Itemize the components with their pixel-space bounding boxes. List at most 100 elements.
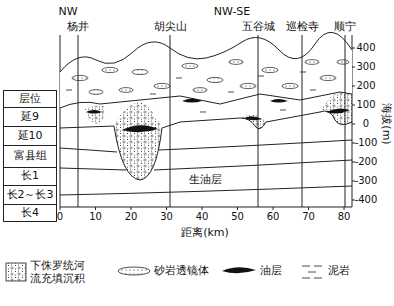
axis-value: -200 [355, 156, 378, 168]
mudstone-marks [66, 72, 316, 112]
strata-name: 延10 [18, 130, 43, 142]
channel-fill [84, 106, 105, 125]
sandstone-lens [182, 63, 198, 68]
strata-cell: 长1 [3, 167, 57, 186]
well-name: 巡检寺 [286, 21, 319, 34]
channel-fill [240, 115, 266, 129]
mud-dash [228, 92, 234, 93]
axis-value: 60 [267, 211, 280, 223]
well-name: 五谷城 [242, 21, 275, 34]
mud-dash [258, 76, 264, 77]
mud-dash [66, 90, 72, 91]
well-line [170, 35, 171, 207]
sandstone-lens [337, 60, 349, 64]
tick [352, 200, 355, 201]
well-line [258, 35, 259, 207]
well-line [302, 35, 303, 207]
axis-value: 100 [356, 99, 375, 111]
boundary-line [60, 168, 126, 170]
layer-name: 生油层 [187, 174, 224, 187]
tick [308, 207, 309, 210]
strata-name: 长2～长3 [7, 189, 54, 201]
sandstone-lens [193, 88, 207, 93]
channel-fill [320, 92, 352, 125]
strata-cell: 富县组 [3, 145, 57, 168]
axis-title: 海拔(m) [380, 103, 393, 144]
legend-text: 油层 [260, 264, 290, 277]
axis-value: 30 [160, 211, 173, 223]
axis-value: 300 [356, 61, 375, 73]
axis-value: 70 [302, 211, 315, 223]
legend-text: 下侏罗统河流充填沉积 [30, 259, 88, 285]
axis-value: 200 [356, 80, 375, 92]
axis-value: 10 [89, 211, 102, 223]
channel-fill [114, 102, 162, 180]
sandstone-lens [154, 83, 170, 88]
legend-swatch-oil [222, 267, 256, 273]
strata-cell: 延10 [3, 126, 57, 146]
axis-title: 距离(km) [181, 227, 229, 240]
sandstone-lenses [72, 60, 349, 95]
axis-value: 80 [338, 211, 351, 223]
mud-dash [310, 90, 316, 91]
strata-cell: 长2～长3 [3, 185, 57, 205]
well-name: 杨井 [67, 21, 89, 34]
strata-name: 长1 [21, 170, 39, 182]
tick [352, 162, 355, 163]
well-line [345, 35, 346, 207]
sandstone-lens [229, 60, 243, 65]
tick [60, 207, 61, 210]
sandstone-lens [207, 77, 223, 82]
well-line [78, 35, 79, 207]
sandstone-lens [282, 83, 298, 88]
legend-swatch-mud [302, 266, 322, 278]
well-name: 胡尖山 [154, 21, 187, 34]
mud-dash [280, 110, 286, 111]
strata-name: 长4 [21, 207, 39, 219]
axis-value: 50 [231, 211, 244, 223]
axis-value: 0 [363, 118, 369, 130]
strata-lines [60, 32, 352, 195]
sandstone-lens [89, 90, 103, 95]
well-name: 顺宁 [334, 21, 356, 34]
mud-dash [302, 266, 310, 267]
sandstone-lens [320, 75, 336, 80]
sandstone-lens [132, 69, 148, 74]
sandstone-lens [72, 75, 88, 80]
direction-label: NW [58, 6, 77, 19]
tick [352, 86, 355, 87]
tick [237, 207, 238, 210]
tick [202, 207, 203, 210]
frame-line [60, 35, 61, 207]
strata-name: 层位 [19, 93, 41, 105]
axis-value: 400 [356, 42, 375, 54]
mud-dash [314, 266, 322, 267]
legend-text: 砂岩透镜体 [154, 264, 212, 277]
direction-label: NW-SE [214, 6, 251, 19]
boundary-line [60, 148, 117, 152]
axis-value: -400 [355, 194, 378, 206]
axis-value: -100 [355, 137, 378, 149]
oil-layer [122, 125, 158, 132]
axis-value: -300 [355, 175, 378, 187]
well-lines [78, 35, 345, 207]
sandstone-lens [240, 83, 256, 88]
mud-dash [176, 78, 182, 79]
mud-dash [300, 72, 306, 73]
boundary-line [154, 160, 352, 170]
strata-name: 延9 [21, 111, 39, 123]
tick [352, 124, 355, 125]
boundary-line [60, 92, 352, 108]
sandstone-lens [262, 67, 278, 72]
tick [352, 143, 355, 144]
tick [352, 48, 355, 49]
boundary-line [159, 140, 352, 150]
tick [344, 207, 345, 210]
tick [131, 207, 132, 210]
strata-cell: 层位 [3, 90, 57, 108]
upper-deposit [60, 32, 352, 108]
strata-name: 富县组 [14, 150, 47, 162]
oil-layer [326, 108, 350, 113]
unconformity-line [60, 111, 352, 180]
